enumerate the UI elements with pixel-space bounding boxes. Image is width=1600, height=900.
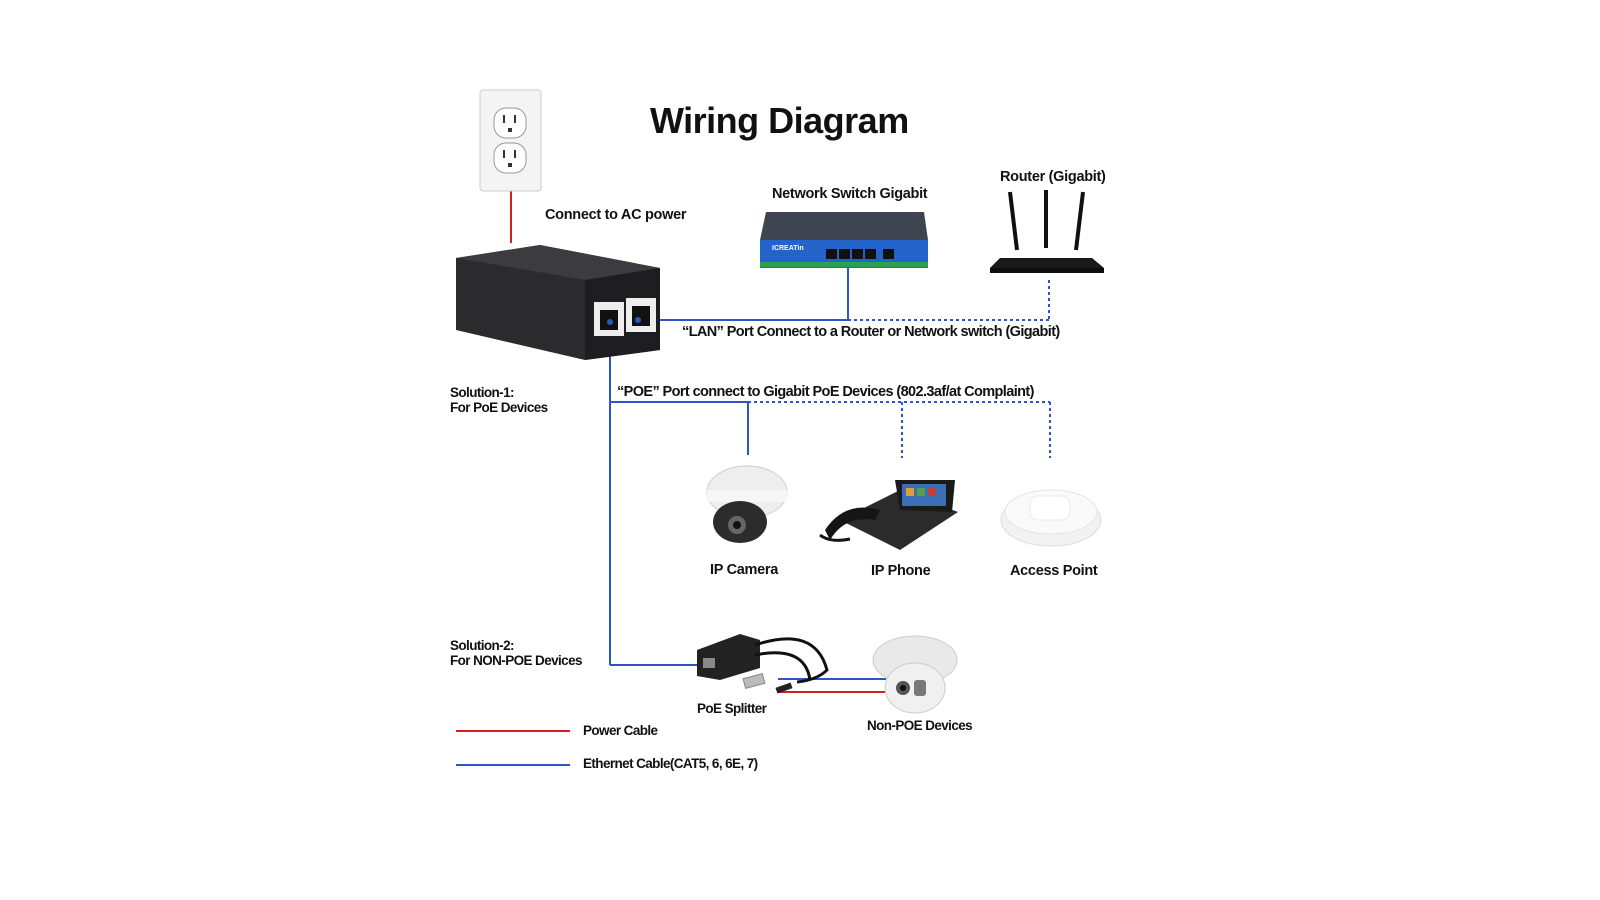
access-point-image [1000,489,1102,547]
solution2-title: Solution-2: [450,638,514,653]
diagram-title: Wiring Diagram [650,100,909,141]
ac-power-label: Connect to AC power [545,207,687,223]
ip-camera-label: IP Camera [710,562,778,578]
solution2-subtitle: For NON-POE Devices [450,653,583,668]
router-image [990,190,1104,273]
ip-phone-image [819,480,958,550]
network-switch-image: ICREATin [760,212,928,268]
solution1-title: Solution-1: [450,385,514,400]
access-point-label: Access Point [1010,563,1098,579]
ip-camera-image [706,465,788,543]
poe-splitter-label: PoE Splitter [697,701,767,716]
switch-label: Network Switch Gigabit [772,186,928,202]
solution1-subtitle: For PoE Devices [450,400,548,415]
non-poe-label: Non-POE Devices [867,718,973,733]
switch-brand: ICREATin [772,245,804,252]
poe-port-label: “POE” Port connect to Gigabit PoE Device… [617,384,1034,400]
legend-ethernet-label: Ethernet Cable(CAT5, 6, 6E, 7) [583,756,758,771]
router-label: Router (Gigabit) [1000,169,1106,185]
wall-outlet-image [479,89,542,192]
legend-power-label: Power Cable [583,723,658,738]
non-poe-camera-image [872,635,958,714]
ip-phone-label: IP Phone [871,563,931,579]
lan-port-label: “LAN” Port Connect to a Router or Networ… [682,324,1060,340]
poe-splitter-image [697,634,829,694]
poe-injector-image [456,245,660,360]
